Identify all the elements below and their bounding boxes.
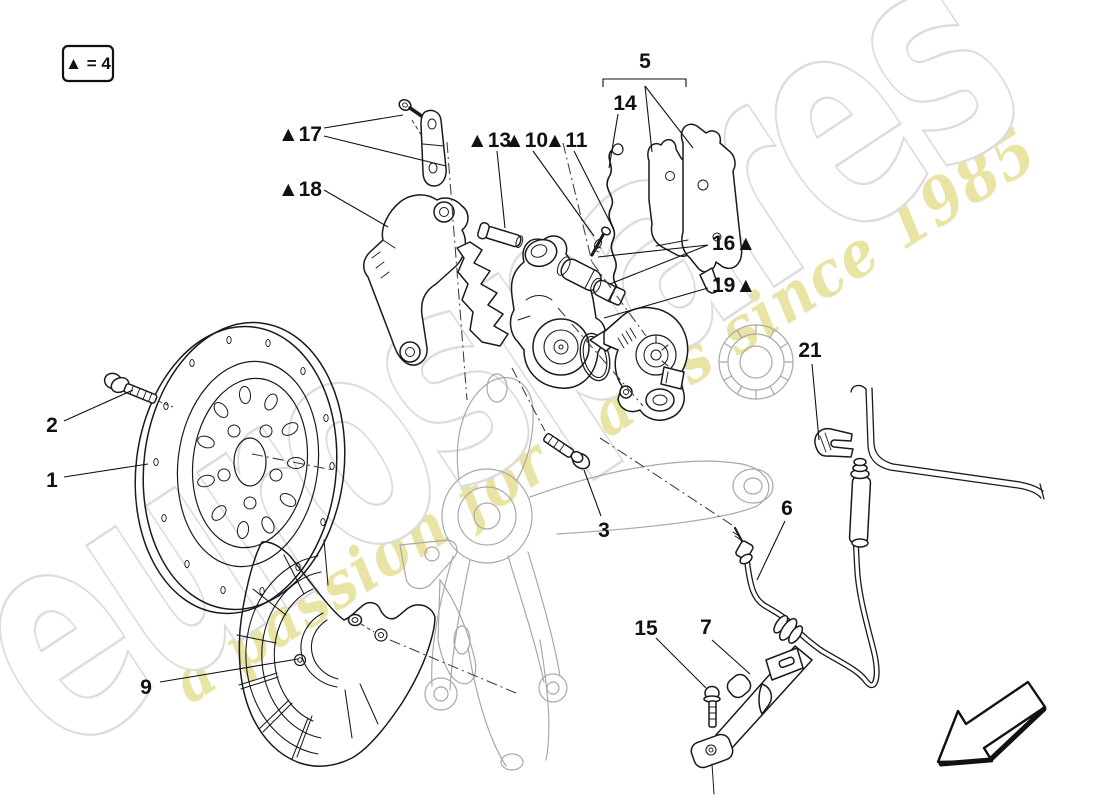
bleed-screw	[590, 226, 612, 257]
callout-bracket-5	[602, 78, 687, 87]
disc-center-bore	[233, 437, 267, 487]
tone-ring-ticks	[718, 324, 794, 400]
caliper-bracket	[363, 194, 469, 366]
hose-fitting-upper	[848, 457, 872, 548]
leader-line-9	[159, 658, 299, 683]
shield-rivet-right	[374, 628, 388, 642]
leader-line-2	[63, 389, 134, 422]
actuator-connector	[660, 366, 685, 390]
callout-9: 9	[140, 676, 152, 699]
callout-5: 5	[639, 50, 651, 73]
leader-line-21	[811, 363, 820, 441]
leader-line-16	[609, 244, 709, 285]
actuator-spline-teeth	[617, 327, 637, 349]
pad-carrier	[456, 241, 509, 347]
disc-hat-slots	[197, 386, 305, 539]
disc-bolt-holes	[217, 424, 283, 510]
callout-18: ▲18	[278, 178, 322, 201]
rigid-brake-pipe	[814, 384, 1045, 500]
parking-brake-actuator	[589, 306, 689, 421]
brake-hose	[732, 457, 880, 689]
brake-pads	[647, 123, 743, 294]
brake-disc	[134, 321, 346, 615]
callout-16: 16▲	[712, 232, 756, 255]
legend-text: ▲ = 4	[65, 54, 111, 73]
leader-line-14	[608, 113, 619, 169]
leader-line-3	[583, 469, 602, 517]
actuator-lower-boss	[645, 388, 675, 412]
caliper-piston-bore	[532, 318, 590, 376]
disc-bolt	[103, 372, 174, 408]
leader-line-16	[597, 244, 709, 258]
knuckle-lower-ghost	[399, 539, 477, 685]
leader-line-13	[496, 150, 506, 229]
callout-3: 3	[598, 519, 610, 542]
callout-11: ▲11	[545, 129, 588, 152]
hose-bracket	[690, 645, 813, 795]
pipe-clip	[814, 427, 854, 458]
callout-13: ▲13	[467, 129, 511, 152]
callout-2: 2	[46, 414, 58, 437]
knuckle-ghost	[424, 324, 794, 771]
shield-ribs	[236, 539, 379, 760]
direction-arrow	[936, 680, 1047, 767]
leader-line-15	[655, 637, 707, 689]
quantity-legend: ▲ = 4	[61, 44, 115, 83]
shield-bolt	[347, 613, 375, 633]
callout-6: 6	[781, 497, 793, 520]
pad-spring-plate	[398, 99, 447, 187]
leader-line-17	[323, 114, 404, 129]
hose-grommet	[773, 614, 804, 644]
caliper-guide-boss	[524, 238, 558, 268]
plate-screw	[398, 99, 429, 147]
leader-line-5	[644, 85, 653, 153]
leader-line-10	[532, 150, 595, 237]
construction-lines	[251, 141, 736, 694]
leader-line-19	[603, 287, 709, 319]
hose-fitting-lower	[732, 526, 754, 565]
leader-line-11	[573, 150, 615, 231]
callout-7: 7	[700, 616, 712, 639]
leader-line-1	[63, 463, 149, 478]
callout-19: 19▲	[712, 274, 756, 297]
guide-pin	[477, 222, 524, 249]
callout-14: 14	[613, 92, 637, 115]
bracket-bolt	[703, 685, 721, 728]
caliper-bolt	[543, 433, 591, 470]
actuator-o-ring	[579, 332, 611, 382]
callout-21: 21	[798, 339, 822, 362]
callout-15: 15	[634, 617, 658, 640]
callout-1: 1	[46, 469, 58, 492]
disc-rim-marks	[153, 335, 335, 596]
leader-line-18	[323, 189, 389, 228]
callout-layer: 1 2 3 5 6 7 9 ▲10▲11 ▲13 14 15 16▲ ▲17 ▲18 19▲ 21	[46, 50, 822, 699]
leader-line-17	[323, 135, 447, 167]
callout-17: ▲17	[278, 123, 322, 146]
leader-line-6	[756, 520, 786, 581]
leader-line-7	[711, 639, 751, 675]
watermark-brand: eurospares	[0, 0, 1073, 800]
leader-line-5	[644, 85, 694, 149]
callout-10: ▲10	[504, 129, 548, 152]
